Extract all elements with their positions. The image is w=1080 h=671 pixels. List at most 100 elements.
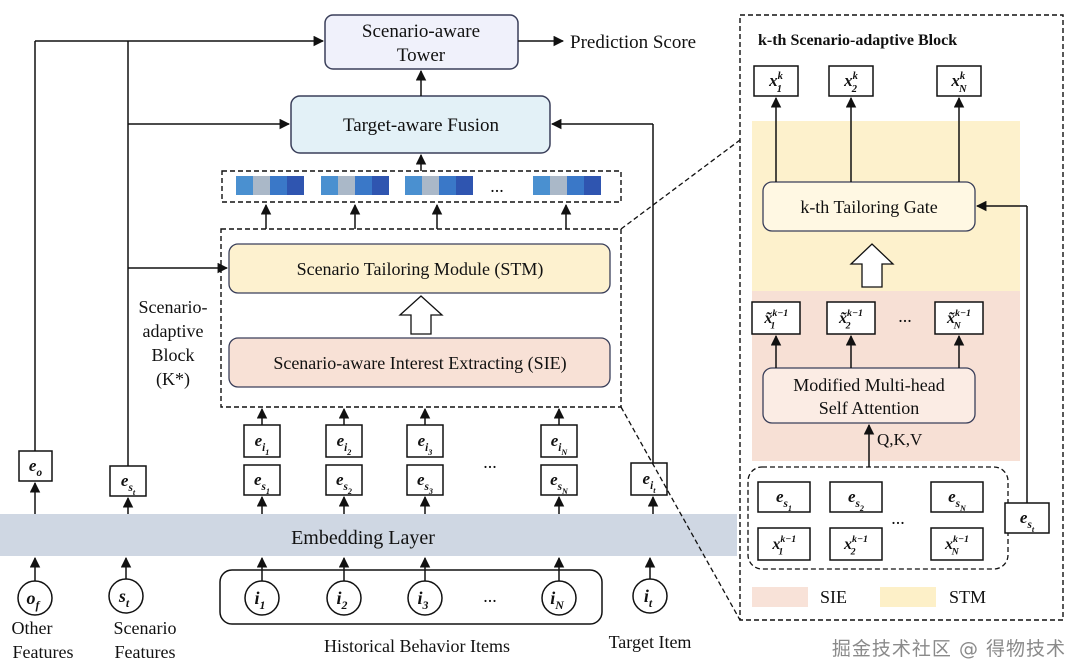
vector-cell — [584, 176, 601, 195]
embedding-e-o: eo — [18, 450, 53, 482]
scenario-features-line2: Features — [115, 642, 176, 662]
output-vectors — [236, 176, 601, 195]
zoom-line-bottom — [620, 406, 741, 621]
detail-e-st: est — [1004, 502, 1050, 534]
stm-label: Scenario Tailoring Module (STM) — [297, 259, 544, 280]
embedding-e-i3: ei3 — [406, 424, 444, 458]
other-features-node-symbol: of — [27, 588, 41, 612]
tower-label-line2: Tower — [397, 45, 446, 66]
other-features-line2: Features — [13, 642, 74, 662]
target-item-node: it — [632, 578, 668, 614]
item-i2-symbol: i2 — [337, 588, 348, 612]
vector-cell — [287, 176, 304, 195]
input-e-s3-symbol: esN — [948, 487, 967, 513]
attention-label-line2: Self Attention — [819, 398, 920, 418]
item-i1-symbol: i1 — [255, 588, 266, 612]
attention-label-line1: Modified Multi-head — [793, 375, 944, 395]
detail-title: k-th Scenario-adaptive Block — [758, 32, 957, 49]
input-e-s3: esN — [930, 481, 984, 513]
vector-cell — [456, 176, 473, 195]
tilde-ellipsis: ... — [898, 306, 912, 326]
embedding-e-s4: esN — [540, 464, 578, 496]
legend-sie-label: SIE — [820, 587, 847, 607]
vector-cell — [422, 176, 439, 195]
item-i2: i2 — [326, 580, 362, 616]
fusion-label: Target-aware Fusion — [343, 115, 500, 136]
embedding-e-i2-symbol: ei2 — [337, 431, 352, 457]
attention-module — [762, 367, 976, 424]
sie-label: Scenario-aware Interest Extracting (SIE) — [273, 353, 566, 374]
scenario-features-node-symbol: st — [118, 586, 130, 610]
detail-hollow-up-arrow — [849, 243, 895, 288]
vector-cell — [372, 176, 389, 195]
inputs-ellipsis: ... — [891, 508, 905, 528]
legend-sie-swatch — [752, 587, 808, 607]
vector-cell — [321, 176, 338, 195]
block-label-line1: Scenario- — [139, 297, 208, 317]
sie-module — [228, 337, 611, 388]
detail-arrows — [770, 96, 1028, 503]
scenario-features-line1: Scenario — [114, 618, 177, 638]
embedding-e-i2: ei2 — [325, 424, 363, 458]
prediction-score-label: Prediction Score — [570, 32, 696, 53]
item-i4: iN — [541, 580, 577, 616]
block-label-line2: adaptive — [143, 321, 204, 341]
embedding-e-st: est — [109, 465, 147, 497]
input-e-s2: es2 — [829, 481, 883, 513]
vector-cell — [253, 176, 270, 195]
input-e-s1: es1 — [757, 481, 811, 513]
embedding-e-i4-symbol: eiN — [551, 431, 569, 457]
vector-cell — [236, 176, 253, 195]
scenario-adaptive-block — [220, 228, 622, 408]
hollow-up-arrow — [398, 295, 444, 335]
embedding-e-o-symbol: eo — [29, 456, 43, 479]
legend-stm-label: STM — [949, 587, 986, 607]
block-to-vectors-arrows — [260, 203, 572, 229]
detail-e-st-symbol: est — [1020, 508, 1035, 534]
output-vectors-box — [221, 170, 622, 203]
embedding-e-i1-symbol: ei1 — [255, 431, 270, 457]
feature-routing-lines — [34, 35, 654, 466]
watermark: 掘金技术社区 @ 得物技术 — [831, 638, 1066, 660]
item-i3: i3 — [407, 580, 443, 616]
input-e-s2-symbol: es2 — [848, 487, 864, 513]
tower-label-line1: Scenario-aware — [362, 21, 480, 42]
detail-block-frame — [739, 14, 1064, 621]
items-ellipsis-top: ... — [483, 452, 497, 472]
embedding-e-s1: es1 — [243, 464, 281, 496]
qkv-label: Q,K,V — [877, 430, 923, 449]
vector-cell — [338, 176, 355, 195]
vector-cell — [439, 176, 456, 195]
block-label-line4: (K*) — [156, 369, 190, 390]
historical-items-label: Historical Behavior Items — [324, 636, 510, 656]
vector-cell — [270, 176, 287, 195]
embedding-layer-band — [0, 514, 737, 556]
other-features-node: of — [17, 580, 53, 616]
stm-module — [228, 243, 611, 294]
embedding-e-s2-symbol: es2 — [336, 470, 352, 496]
vector-cell — [567, 176, 584, 195]
items-ellipsis-bottom: ... — [483, 586, 497, 606]
embedding-e-i4: eiN — [540, 424, 578, 458]
tailoring-gate — [762, 181, 976, 232]
scenario-aware-tower — [324, 14, 519, 70]
vector-cell — [550, 176, 567, 195]
tailoring-gate-label: k-th Tailoring Gate — [800, 197, 937, 217]
block-label-line3: Block — [152, 345, 195, 365]
